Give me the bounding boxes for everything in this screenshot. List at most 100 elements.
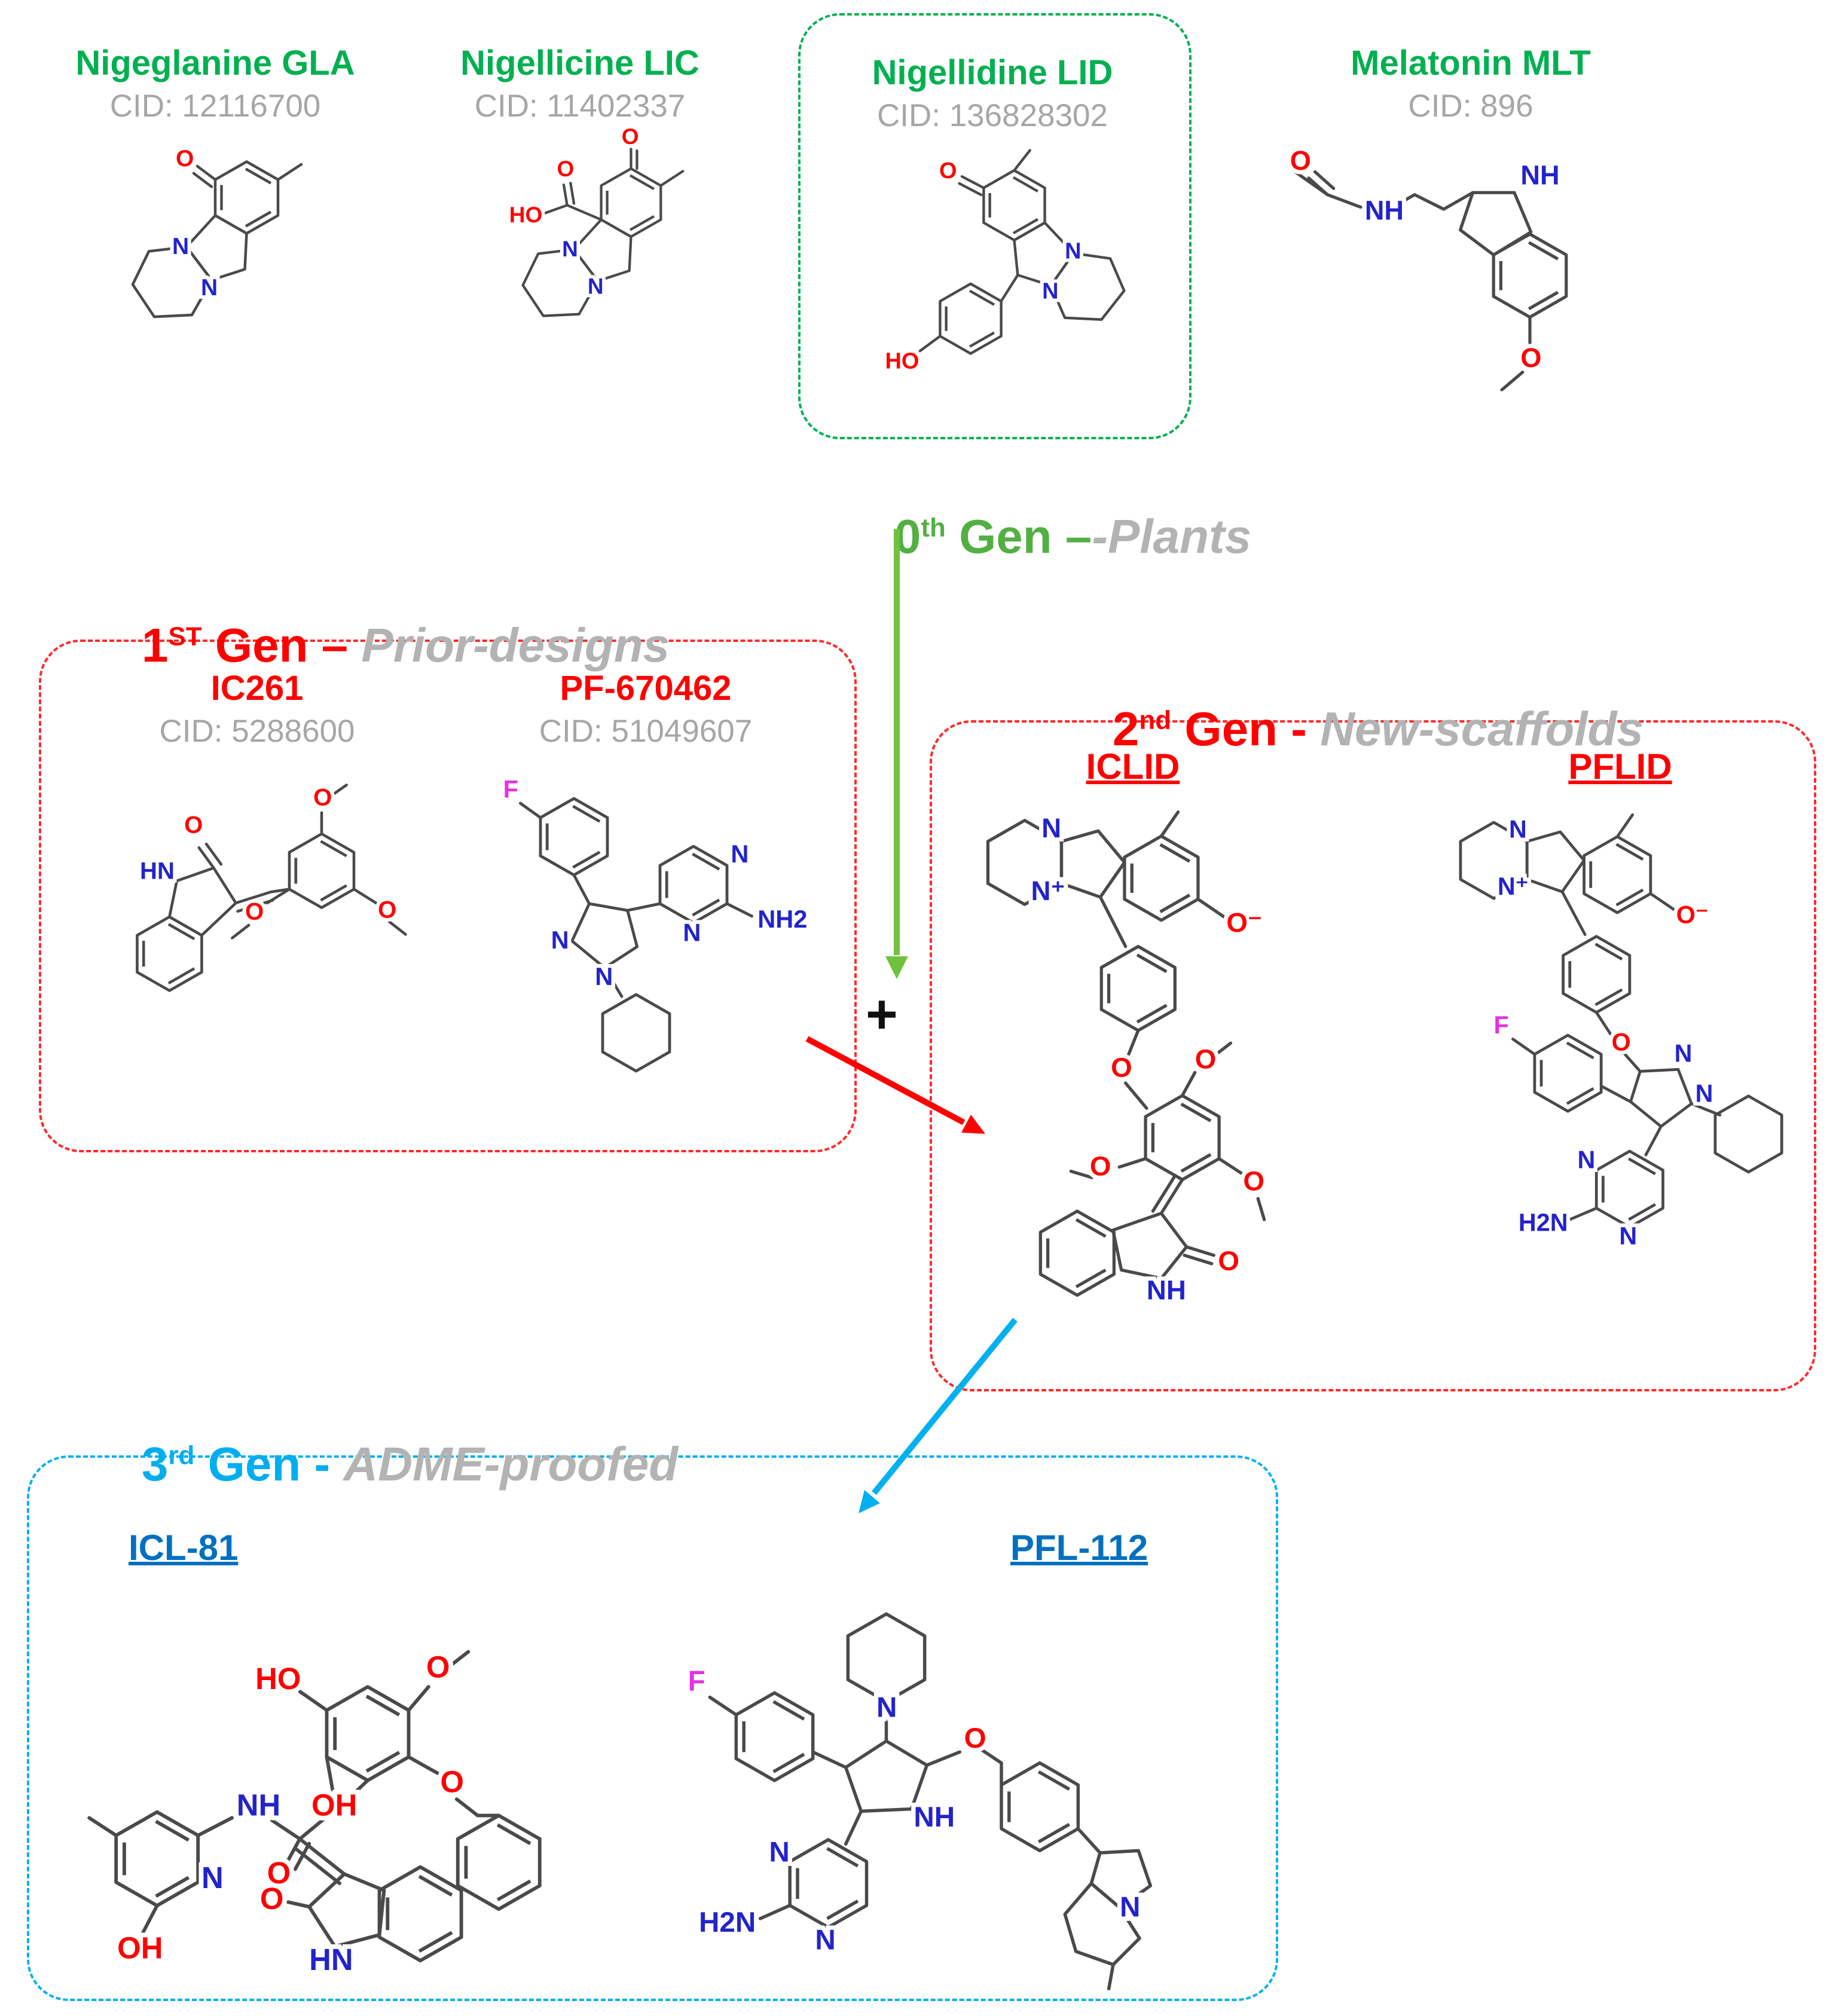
compound-mlt-name: Melatonin MLT: [1351, 43, 1591, 83]
gen0-dash: –: [1052, 510, 1092, 563]
icl81-structure: O HO OH O NH N OH O O HN: [87, 1645, 616, 1981]
compound-mlt-cid: CID: 896: [1408, 88, 1533, 124]
compound-gla: Nigeglanine GLA CID: 12116700 O N N: [42, 43, 389, 381]
compound-iclid: ICLID N N⁺ O⁻ O O O O NH: [942, 746, 1324, 1316]
atom-o: O: [184, 812, 203, 839]
gen0-ordinal: th: [921, 513, 946, 543]
atom-o: O: [313, 784, 332, 810]
atom-o: O: [1290, 145, 1311, 176]
gen3-ordinal: rd: [168, 1440, 195, 1470]
gen3-num: 3: [141, 1437, 169, 1491]
atom-n: N: [1695, 1079, 1713, 1107]
atom-o: O: [939, 158, 957, 183]
atom-f: F: [1494, 1011, 1509, 1039]
gen0-word: Gen: [945, 510, 1052, 563]
atom-o: O: [1218, 1246, 1239, 1276]
compound-lid: Nigellidine LID CID: 136828302 O N N HO: [808, 53, 1177, 419]
gen1-num: 1: [141, 619, 169, 672]
atom-n: N: [1042, 279, 1058, 304]
atom-n: N: [769, 1837, 789, 1868]
compound-ic261: IC261 CID: 5288600 O HN O O O: [90, 668, 424, 1041]
atom-n: N: [172, 234, 189, 259]
gen2-word: Gen: [1171, 702, 1278, 755]
ic261-structure: O HN O O O: [96, 781, 407, 1041]
gen1-title: 1ST Gen –: [142, 619, 362, 672]
gen3-box: [27, 1455, 1278, 2001]
compound-gla-cid: CID: 12116700: [109, 88, 321, 124]
compound-lic-cid: CID: 11402337: [474, 88, 686, 124]
gen3-heading: 3rd Gen - ADME-proofed: [88, 1382, 678, 1547]
lid-name-text: Nigellidine: [872, 53, 1057, 92]
plus-sign: +: [866, 984, 898, 1045]
atom-ho: HO: [885, 348, 919, 374]
atom-nh: NH: [237, 1788, 280, 1822]
gla-structure: O N N: [131, 142, 303, 319]
gen3-title: 3rd Gen -: [142, 1437, 343, 1491]
compound-gla-name: Nigeglanine GLA: [75, 43, 355, 83]
atom-nh: NH: [1520, 160, 1559, 190]
atom-n: N: [876, 1692, 897, 1724]
atom-oh: OH: [311, 1788, 357, 1822]
gla-name-text: Nigeglanine: [75, 44, 282, 82]
pf670462-structure: F N NH2 N N N: [499, 771, 811, 1090]
atom-n: N: [1675, 1040, 1693, 1067]
atom-o: O: [1244, 1165, 1265, 1196]
atom-n: N: [551, 926, 569, 954]
atom-nh2: NH2: [757, 905, 807, 933]
atom-ho: HO: [509, 202, 543, 227]
compound-ic261-name: IC261: [210, 669, 304, 708]
gen0-box: [798, 13, 1192, 439]
atom-n: N: [1065, 238, 1081, 264]
compound-pfl112-name: PFL-112: [1010, 1528, 1148, 1568]
gen1-ordinal: ST: [168, 622, 202, 651]
lic-structure: O O HO N N: [506, 120, 685, 317]
gen2-ordinal: nd: [1139, 705, 1172, 735]
atom-o: O: [964, 1723, 986, 1754]
atom-n: N: [1509, 815, 1527, 843]
atom-o: O: [176, 146, 194, 172]
gla-abbr: GLA: [282, 44, 355, 82]
atom-n: N: [1577, 1146, 1595, 1174]
compound-pf-cid: CID: 51049607: [539, 714, 753, 749]
atom-n: N: [562, 236, 578, 261]
atom-o: O: [245, 899, 264, 925]
atom-o: O: [440, 1764, 464, 1798]
atom-o-minus: O⁻: [1226, 907, 1262, 938]
compound-pflid-name: PFLID: [1568, 747, 1672, 787]
gen2-heading: 2nd Gen - New-scaffolds: [1059, 647, 1643, 812]
atom-o-minus: O⁻: [1676, 901, 1709, 928]
atom-o: O: [1520, 342, 1541, 373]
gen3-dash: -: [301, 1437, 344, 1491]
atom-o: O: [1612, 1029, 1631, 1056]
compound-lic-name: Nigellicine LIC: [460, 43, 699, 83]
atom-nh: NH: [1147, 1275, 1186, 1305]
mlt-name-text: Melatonin: [1351, 44, 1522, 82]
atom-n-plus: N⁺: [1498, 873, 1529, 900]
gen0-desc: -Plants: [1092, 510, 1252, 563]
atom-o: O: [1111, 1052, 1132, 1082]
gen1-desc: Prior-designs: [361, 619, 670, 672]
iclid-structure: N N⁺ O⁻ O O O O NH O: [960, 809, 1269, 1310]
atom-n-plus: N⁺: [1031, 876, 1065, 906]
compound-mlt: Melatonin MLT CID: 896 O NH NH O: [1238, 43, 1704, 411]
gen1-box: [39, 640, 857, 1152]
atom-o: O: [260, 1882, 284, 1916]
atom-f: F: [688, 1666, 705, 1697]
compound-iclid-name: ICLID: [1086, 747, 1180, 787]
gen2-num: 2: [1112, 702, 1139, 755]
compound-icl81-name: ICL-81: [129, 1528, 239, 1568]
atom-o: O: [1195, 1044, 1217, 1074]
atom-h2n: H2N: [699, 1907, 756, 1938]
atom-n: N: [683, 918, 701, 946]
atom-f: F: [503, 775, 518, 803]
atom-h2n: H2N: [1519, 1209, 1568, 1237]
lid-abbr: LID: [1056, 53, 1113, 92]
gen0-heading: 0th Gen –-Plants: [813, 454, 1279, 619]
mlt-structure: O NH NH O: [1286, 141, 1668, 391]
atom-n: N: [201, 1861, 224, 1895]
gen1-word: Gen: [201, 619, 308, 672]
compound-lid-name: Nigellidine LID: [872, 53, 1113, 93]
atom-n: N: [731, 840, 749, 868]
compound-lic: Nigellicine LIC CID: 11402337 O O HO N N: [407, 43, 753, 386]
atom-o: O: [1090, 1151, 1111, 1182]
